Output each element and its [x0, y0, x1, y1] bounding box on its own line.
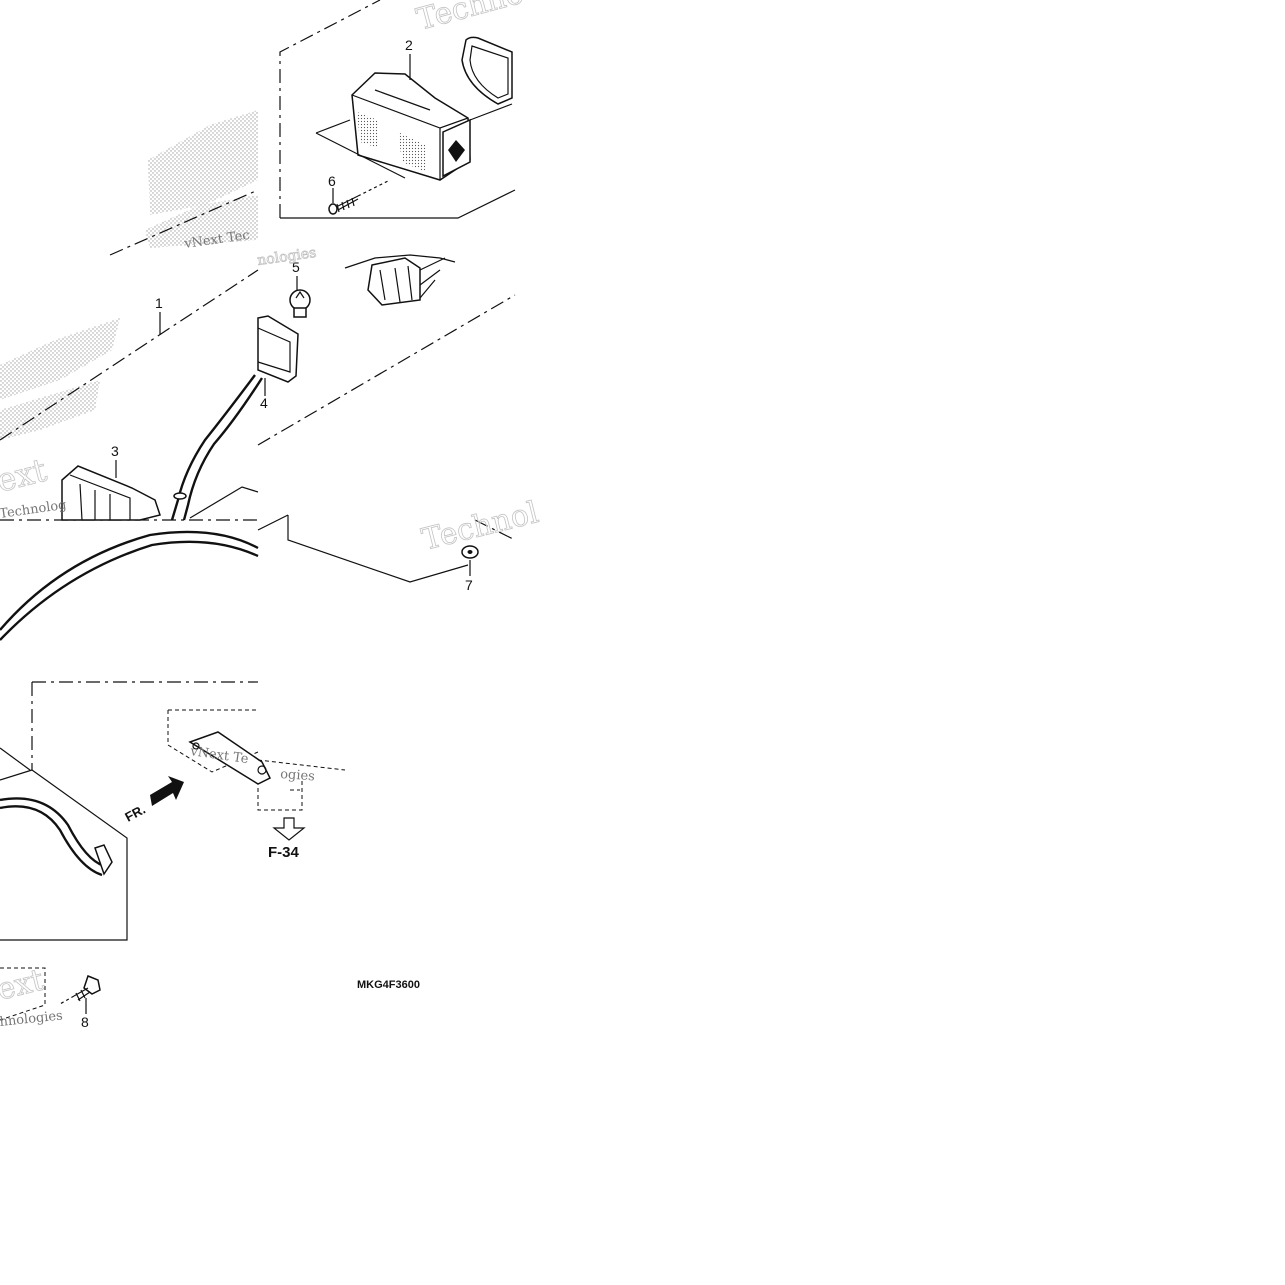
diagram-code: MKG4F3600 — [357, 979, 420, 991]
callout-1: 1 — [155, 295, 163, 311]
front-direction-arrow — [150, 776, 184, 806]
leader-lines — [85, 54, 471, 1014]
watermark-text: Techno — [413, 0, 527, 38]
callout-7: 7 — [465, 577, 473, 593]
watermark-text: nologies — [256, 245, 317, 269]
washer-part — [461, 545, 479, 559]
callout-8: 8 — [81, 1014, 89, 1030]
watermark-logo-upper — [145, 110, 258, 248]
front-direction-label: FR. — [122, 802, 148, 825]
callout-5: 5 — [292, 259, 300, 275]
callout-2: 2 — [405, 37, 413, 53]
watermark-logo-lower — [0, 318, 120, 440]
bulb-socket-assembly — [344, 254, 456, 306]
license-light-part — [61, 465, 161, 521]
watermark-text: ogies — [280, 767, 316, 784]
bulb-part — [289, 289, 311, 318]
bracket-inset — [167, 709, 346, 811]
lower-wire-part — [0, 797, 113, 877]
lower-frame-edge — [189, 486, 259, 519]
lower-frame — [0, 681, 258, 941]
callout-6: 6 — [328, 173, 336, 189]
watermark-text: Technolog — [0, 498, 67, 522]
tail-light-assembly — [315, 36, 513, 181]
lower-harness — [0, 530, 259, 641]
watermark-text: hnologies — [0, 1008, 63, 1030]
bolt-region — [0, 967, 101, 1021]
callout-3: 3 — [111, 443, 119, 459]
watermark-text: Technol — [418, 495, 541, 558]
reference-arrow-icon — [272, 817, 306, 841]
gasket-part — [257, 315, 299, 383]
watermark-text: ext — [0, 962, 47, 1007]
reference-label: F-34 — [268, 844, 300, 861]
callout-4: 4 — [260, 395, 268, 411]
wire-harness — [170, 374, 264, 521]
upper-inset-frame — [279, 0, 516, 219]
screw-part — [328, 179, 391, 215]
watermark-text: ext — [0, 451, 50, 500]
